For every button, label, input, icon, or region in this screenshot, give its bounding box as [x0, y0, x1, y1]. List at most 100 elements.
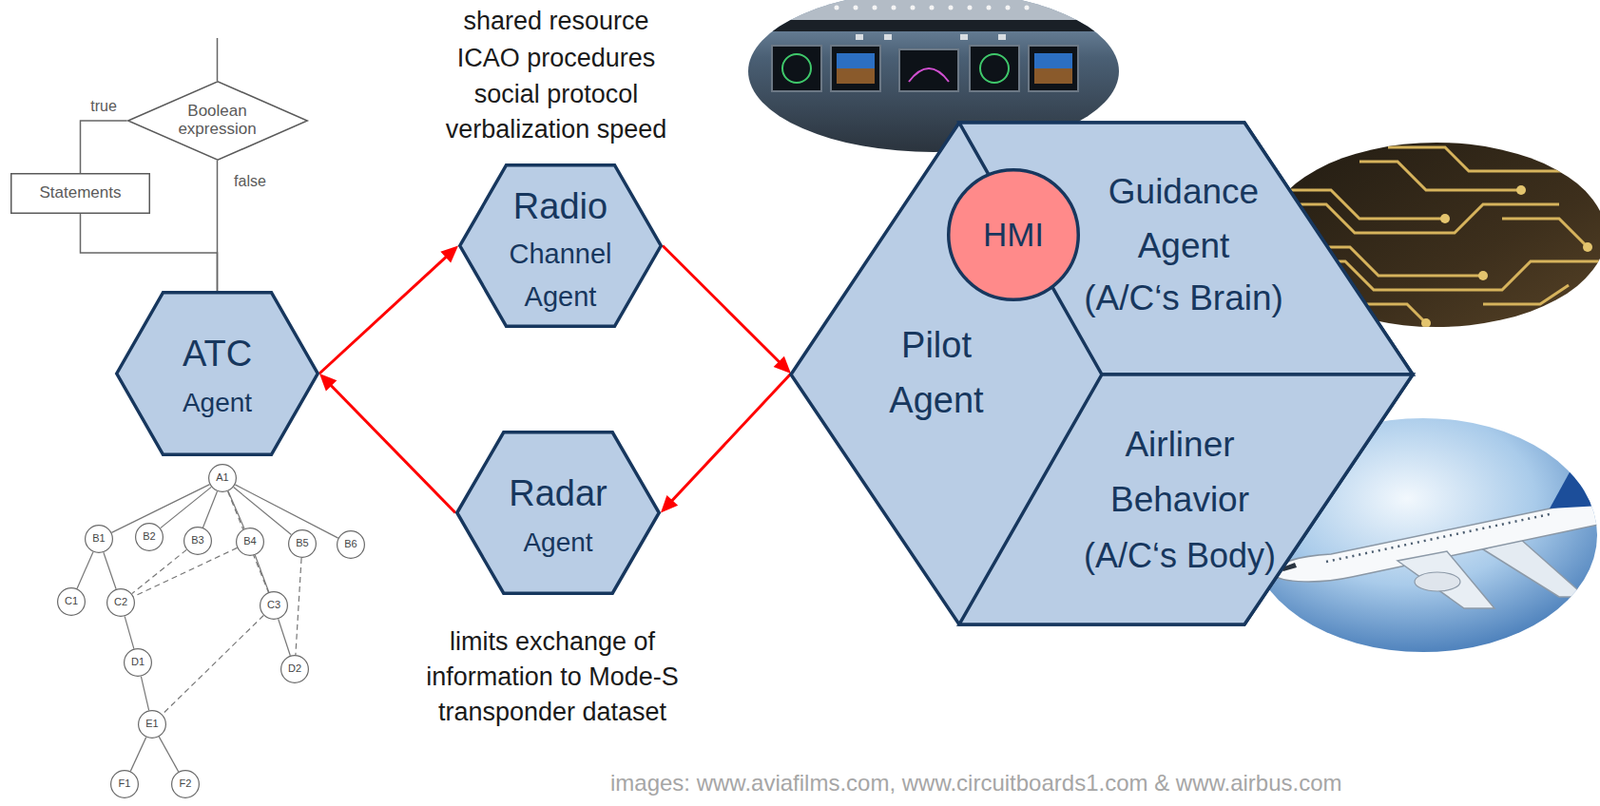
connector-line [329, 384, 456, 513]
illustration-part [782, 54, 811, 83]
circle-shape [135, 523, 164, 552]
illustration-part [908, 68, 949, 82]
tree-node: B2 [134, 522, 164, 552]
node-text: Airliner Behavior [1068, 417, 1292, 528]
connector [140, 676, 149, 712]
connector [80, 120, 128, 174]
connector [103, 552, 116, 590]
circle-shape [184, 527, 213, 556]
annotation-text: social protocol [474, 78, 639, 110]
hexagon-shape [457, 432, 660, 595]
engine [1414, 572, 1461, 592]
connector-line [130, 737, 146, 772]
connector-line [134, 547, 238, 597]
edge-label: false [233, 172, 267, 191]
node-text: E1 [145, 717, 158, 731]
illustration-part [1387, 147, 1598, 172]
region-shape [959, 374, 1413, 625]
arrowhead [660, 495, 678, 514]
connector [77, 552, 94, 590]
arrowhead [440, 246, 459, 264]
illustration-part [980, 54, 1009, 83]
arrowhead [773, 356, 791, 374]
illustration-part [899, 49, 959, 92]
connector-line [132, 549, 188, 594]
annotation-text: limits exchange of information to Mode-S… [409, 624, 695, 731]
illustration-part [1421, 318, 1431, 328]
circle-shape [57, 588, 86, 617]
illustration-part [771, 45, 822, 92]
node-text: Agent [522, 526, 593, 560]
illustration-part [1034, 68, 1073, 84]
circle-shape [260, 592, 289, 620]
circle-shape [107, 589, 135, 617]
connector [80, 213, 218, 291]
node-text: Radar [508, 472, 608, 517]
node-text: HMI [983, 214, 1044, 255]
connector [228, 491, 270, 593]
connector [660, 373, 791, 514]
node-text: Boolean expression [165, 102, 270, 138]
node-text: A1 [215, 471, 229, 484]
node-text: F2 [179, 777, 193, 791]
illustration-part [834, 5, 840, 11]
connector-line [162, 615, 265, 714]
circle-shape [289, 530, 317, 559]
decision-diamond: Boolean expression [127, 80, 309, 161]
connector [160, 486, 213, 528]
connector-line [295, 558, 302, 656]
connector [162, 615, 265, 714]
connector [202, 491, 217, 528]
illustration-part [948, 5, 954, 11]
node-text: B5 [295, 537, 309, 550]
circle-shape [172, 771, 200, 799]
arrowhead [319, 373, 337, 391]
node-text: Radio [513, 185, 608, 230]
hexagon-shape [116, 292, 319, 456]
circle-shape [111, 771, 139, 799]
airliner-region: Airliner Behavior (A/C‘s Body) [959, 374, 1413, 625]
circle-shape [85, 525, 114, 554]
illustration-part [1516, 185, 1526, 195]
tail-fin [1549, 440, 1600, 509]
connector-line [228, 491, 245, 529]
connector-line [662, 246, 781, 364]
connector-line [278, 618, 291, 656]
node-text: C1 [64, 595, 78, 608]
connector-line [80, 120, 128, 174]
node-text: C3 [267, 598, 281, 612]
tree-node: B6 [336, 530, 366, 560]
node-text: (A/C‘s Body) [1083, 535, 1276, 577]
illustration-part [1440, 213, 1450, 224]
illustration-part [1582, 242, 1593, 252]
illustration-part [998, 34, 1006, 40]
edge-label: true [90, 96, 117, 116]
agent-hexagon: RadioChannel Agent [458, 163, 663, 328]
illustration-part [1024, 5, 1030, 11]
illustration-part [853, 5, 859, 11]
node-text: D1 [131, 655, 145, 669]
flow-entry-line [216, 38, 219, 81]
circle-shape [337, 531, 366, 560]
connector [662, 246, 791, 375]
tree-node: C2 [106, 588, 135, 617]
connector-line [254, 555, 270, 593]
connector-line [160, 486, 213, 528]
circle-shape [948, 170, 1080, 301]
tree-node: F1 [110, 770, 139, 799]
agent-hexagon: ATCAgent [115, 290, 320, 457]
diamond-shape [127, 81, 308, 161]
overhead-panel [741, 0, 1132, 20]
region-shape [959, 122, 1413, 375]
illustration-part [836, 53, 875, 69]
illustration-part [910, 5, 916, 11]
connector [278, 618, 291, 656]
tree-node: B1 [84, 524, 114, 554]
circle-shape [209, 464, 237, 493]
tree-node: D2 [280, 655, 309, 684]
tree-node: A1 [208, 463, 237, 493]
node-text: Agent [182, 386, 252, 420]
illustration-part [884, 34, 892, 40]
connector [228, 491, 245, 529]
